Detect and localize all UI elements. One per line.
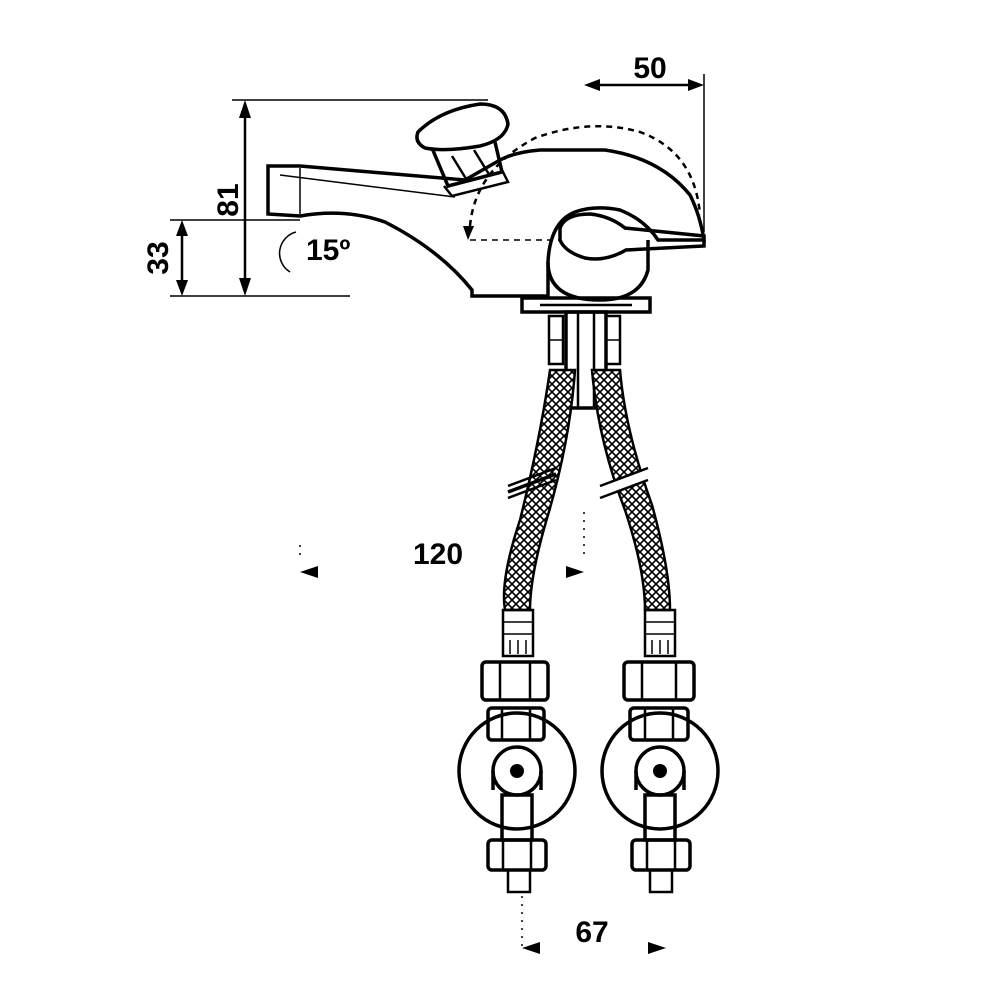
faucet-body	[266, 125, 707, 302]
dimension-height-spout: 33	[142, 219, 300, 296]
dimension-hose-offset: 120	[299, 512, 585, 578]
faucet-knob	[415, 102, 510, 198]
valve-left	[457, 608, 577, 894]
faucet-base	[520, 296, 652, 410]
hose-right	[590, 368, 672, 612]
dimension-angle: 15º	[278, 231, 350, 273]
dimension-lever-offset: 50	[584, 52, 705, 232]
dimension-label-81: 81	[212, 183, 245, 216]
dimension-label-33: 33	[142, 241, 175, 274]
dimension-label-angle: 15º	[306, 234, 350, 267]
dimension-label-67: 67	[575, 916, 608, 949]
dimension-valve-spacing: 67	[521, 896, 666, 954]
dimension-label-50: 50	[633, 52, 666, 85]
valve-right	[600, 608, 720, 894]
hose-left	[502, 368, 577, 612]
dimension-height-total: 81	[170, 99, 488, 297]
dimension-label-120: 120	[413, 538, 463, 571]
